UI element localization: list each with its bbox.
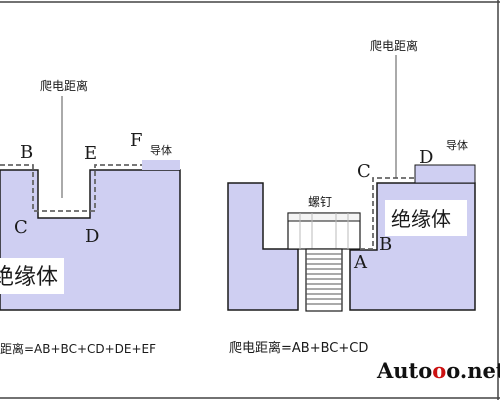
left-point-f: F xyxy=(130,130,143,151)
right-creepage-path xyxy=(360,177,415,250)
left-point-d: D xyxy=(85,226,99,247)
right-conductor-label: 导体 xyxy=(446,138,468,152)
left-insulator-label-box xyxy=(0,258,64,294)
screw-label: 螺钉 xyxy=(308,195,332,209)
right-creepage-label: 爬电距离 xyxy=(370,38,418,53)
right-point-a: A xyxy=(353,252,368,273)
left-conductor-label: 导体 xyxy=(150,143,172,157)
left-formula: 距离=AB+BC+CD+DE+EF xyxy=(0,341,156,356)
right-diagram: 绝缘体 导体 xyxy=(227,38,476,356)
left-conductor xyxy=(142,160,180,170)
right-insulator-label-box xyxy=(385,200,467,236)
left-diagram: 绝缘体 导体 爬电距离 B C D E F 距离=AB+BC+CD+DE+EF xyxy=(0,78,181,356)
left-point-e: E xyxy=(84,143,97,164)
right-insulator-label: 绝缘体 xyxy=(391,207,451,231)
right-point-c: C xyxy=(357,161,371,182)
screw-icon xyxy=(287,212,361,312)
left-insulator-label: 绝缘体 xyxy=(0,265,58,290)
watermark-logo: Autooo.net xyxy=(376,358,500,383)
left-creepage-path xyxy=(0,164,142,212)
left-point-c: C xyxy=(14,217,28,238)
right-conductor xyxy=(414,164,476,184)
left-creepage-label: 爬电距离 xyxy=(40,78,88,93)
left-point-b: B xyxy=(20,142,33,163)
right-point-d: D xyxy=(419,147,433,168)
right-point-b: B xyxy=(379,234,392,255)
right-formula: 爬电距离=AB+BC+CD xyxy=(229,340,368,356)
